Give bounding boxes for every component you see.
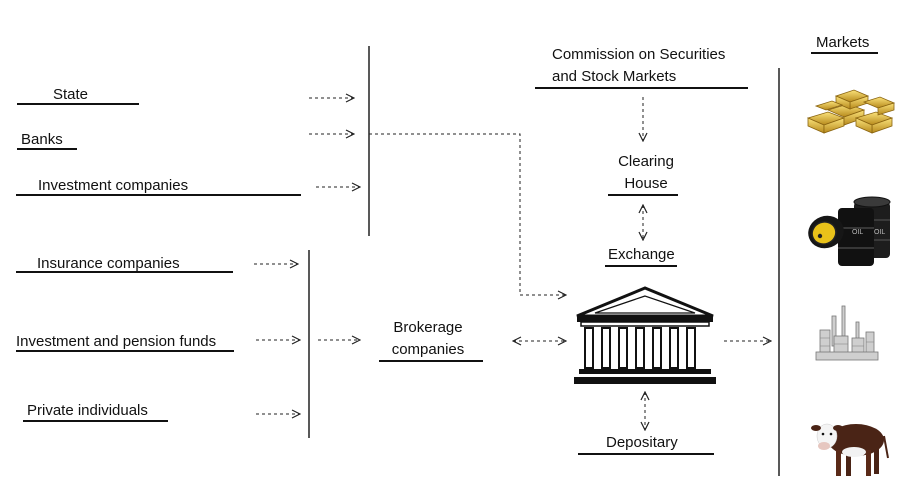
label-banks: Banks — [21, 131, 63, 148]
underline-investment-pension-funds — [16, 350, 234, 352]
label-depositary: Depositary — [606, 434, 678, 451]
brokerage-line1: Brokerage — [393, 319, 463, 336]
label-exchange: Exchange — [608, 246, 675, 263]
label-state: State — [53, 86, 89, 103]
label-markets: Markets — [816, 34, 870, 51]
underline-exchange — [605, 265, 677, 267]
oil-barrels-icon: OIL OIL — [808, 196, 891, 266]
gold-bars-icon — [806, 89, 896, 134]
label-investment-companies: Investment companies — [38, 177, 189, 194]
label-brokerage: Brokerage companies — [378, 319, 478, 359]
underline-banks — [17, 148, 77, 150]
commission-line2: and Stock Markets — [552, 68, 677, 85]
label-private-individuals: Private individuals — [27, 402, 148, 419]
underline-brokerage — [379, 360, 483, 362]
label-investment-pension-funds: Investment and pension funds — [16, 333, 217, 350]
brokerage-line2: companies — [391, 341, 465, 358]
underline-markets — [811, 52, 878, 54]
underline-state — [17, 103, 139, 105]
label-commission: Commission on Securities and Stock Marke… — [552, 46, 725, 86]
clearing-line1: Clearing — [618, 153, 674, 170]
underline-clearing-house — [608, 194, 678, 196]
oil-text-rear: OIL — [874, 229, 885, 236]
underline-commission — [535, 87, 748, 89]
oil-text-front: OIL — [852, 229, 863, 236]
label-insurance-companies: Insurance companies — [37, 255, 180, 272]
underline-depositary — [578, 453, 714, 455]
underline-investment-companies — [16, 194, 301, 196]
factory-icon — [815, 305, 879, 361]
label-clearing-house: Clearing House — [600, 153, 692, 193]
underline-insurance-companies — [16, 271, 233, 273]
clearing-line2: House — [624, 175, 668, 192]
arrow-top-group-to-exchange — [369, 133, 566, 295]
commission-line1: Commission on Securities — [552, 46, 726, 63]
bull-icon — [811, 423, 889, 476]
exchange-building-icon — [574, 286, 716, 384]
underline-private-individuals — [23, 420, 168, 422]
